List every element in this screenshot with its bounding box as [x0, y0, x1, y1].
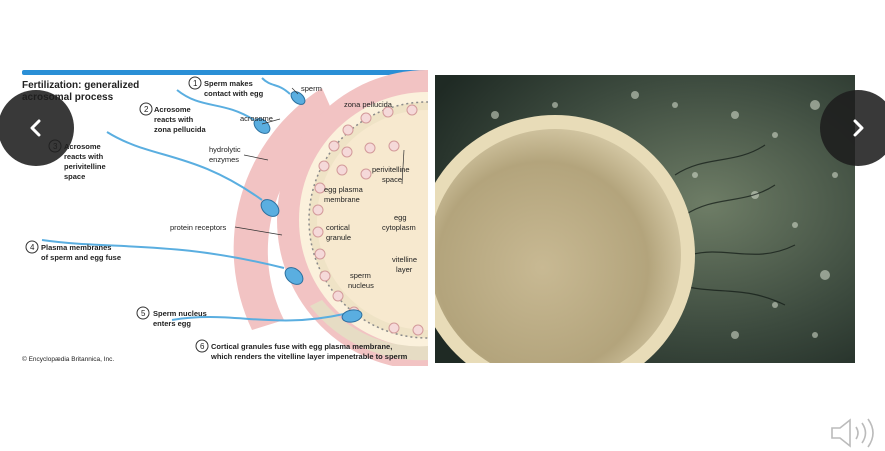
svg-text:cytoplasm: cytoplasm	[382, 223, 416, 232]
step-2: 2 Acrosome reacts with zona pellucida	[139, 102, 207, 134]
diagram-title-line1: Fertilization: generalized	[22, 80, 139, 91]
svg-text:reacts with: reacts with	[64, 152, 104, 161]
sperm-heads	[253, 91, 363, 323]
step-4: 4 Plasma membranes of sperm and egg fuse	[25, 240, 121, 262]
step-5: 5 Sperm nucleus enters egg	[136, 306, 207, 328]
svg-text:Sperm makes: Sperm makes	[204, 79, 253, 88]
svg-text:zona pellucida: zona pellucida	[154, 125, 207, 134]
svg-text:nucleus: nucleus	[348, 281, 374, 290]
svg-text:2: 2	[144, 105, 149, 114]
svg-text:sperm: sperm	[301, 84, 322, 93]
svg-text:enzymes: enzymes	[209, 155, 239, 164]
leader-lines	[234, 87, 405, 236]
svg-text:Plasma membranes: Plasma membranes	[41, 243, 111, 252]
step-1: 1 Sperm makes contact with egg	[188, 76, 264, 98]
svg-text:1: 1	[193, 79, 198, 88]
chevron-right-icon	[853, 119, 864, 137]
svg-text:Acrosome: Acrosome	[64, 142, 101, 151]
svg-text:vitelline: vitelline	[392, 255, 417, 264]
micrograph-photo	[435, 75, 855, 363]
svg-text:layer: layer	[396, 265, 413, 274]
svg-text:which renders the vitelline la: which renders the vitelline layer impene…	[210, 352, 408, 361]
egg-cytoplasm	[317, 110, 428, 330]
svg-text:cortical: cortical	[326, 223, 350, 232]
fertilization-diagram: Fertilization: generalized acrosomal pro…	[22, 70, 428, 366]
svg-text:zona pellucida: zona pellucida	[344, 100, 393, 109]
svg-text:perivitelline: perivitelline	[64, 162, 106, 171]
svg-text:membrane: membrane	[324, 195, 360, 204]
svg-text:reacts with: reacts with	[154, 115, 194, 124]
svg-text:Cortical granules fuse with eg: Cortical granules fuse with egg plasma m…	[211, 342, 392, 351]
accent-bar	[22, 70, 426, 75]
svg-text:granule: granule	[326, 233, 351, 242]
step-6: 6 Cortical granules fuse with egg plasma…	[195, 339, 408, 361]
chevron-left-icon	[30, 119, 41, 137]
svg-text:enters egg: enters egg	[153, 319, 191, 328]
svg-text:perivitelline: perivitelline	[372, 165, 410, 174]
svg-text:space: space	[64, 172, 85, 181]
svg-text:5: 5	[141, 309, 146, 318]
svg-text:egg: egg	[394, 213, 407, 222]
copyright-text: © Encyclopædia Britannica, Inc.	[22, 355, 114, 363]
svg-text:4: 4	[30, 243, 35, 252]
svg-text:of sperm and egg fuse: of sperm and egg fuse	[41, 253, 121, 262]
svg-text:6: 6	[200, 342, 205, 351]
svg-text:protein receptors: protein receptors	[170, 223, 227, 232]
svg-text:Acrosome: Acrosome	[154, 105, 191, 114]
anatomy-labels: sperm acrosome zona pellucida hydrolytic…	[170, 84, 417, 290]
egg	[233, 70, 428, 366]
speaker-icon[interactable]	[828, 415, 884, 451]
svg-text:sperm: sperm	[350, 271, 371, 280]
next-slide-button[interactable]	[820, 90, 885, 166]
svg-text:hydrolytic: hydrolytic	[209, 145, 241, 154]
svg-text:Sperm nucleus: Sperm nucleus	[153, 309, 207, 318]
svg-text:egg plasma: egg plasma	[324, 185, 364, 194]
photo-speckles	[491, 91, 838, 339]
svg-text:space: space	[382, 175, 402, 184]
diagram-title-line2: acrosomal process	[22, 92, 114, 103]
svg-text:acrosome: acrosome	[240, 114, 273, 123]
previous-slide-button[interactable]	[0, 90, 74, 166]
sperm-cells	[41, 77, 345, 322]
svg-text:contact with egg: contact with egg	[204, 89, 264, 98]
